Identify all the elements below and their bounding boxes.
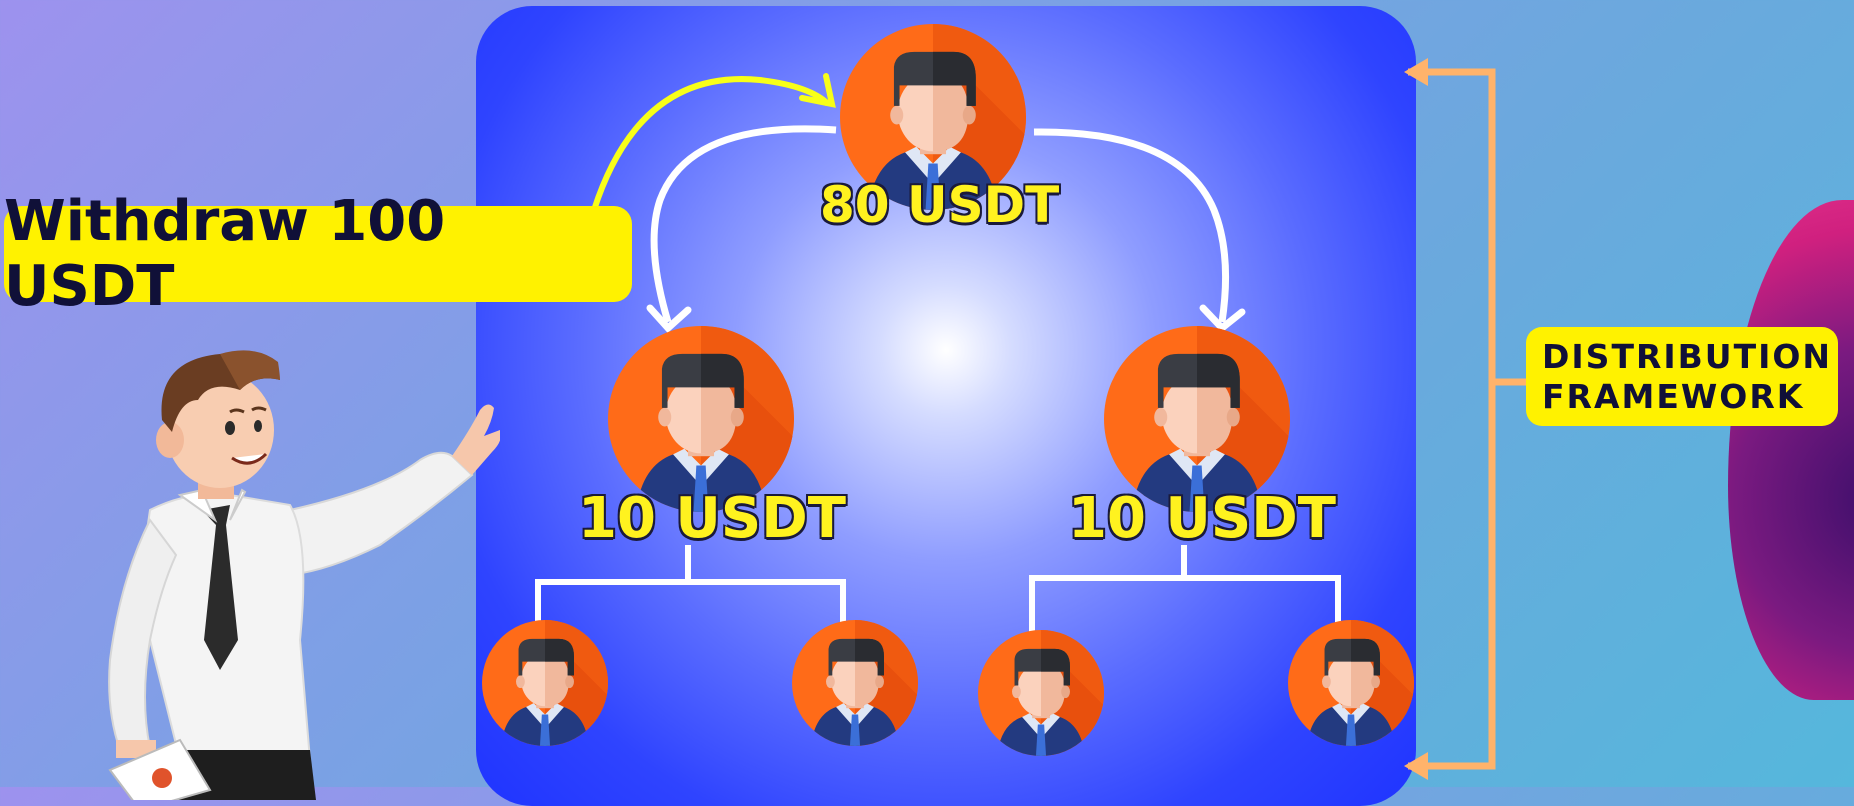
avatar-level3-1 — [482, 620, 608, 746]
amount-left: 10 USDT — [578, 486, 846, 551]
tree-connector-left — [535, 545, 846, 632]
withdraw-label: Withdraw 100 USDT — [4, 189, 632, 319]
bracket-arrowhead-top — [1404, 58, 1428, 86]
tree-connector-right — [1029, 545, 1341, 638]
distribution-framework-label: DISTRIBUTION FRAMEWORK — [1526, 327, 1838, 426]
arrowhead-right — [1199, 304, 1246, 333]
distribution-label-line1: DISTRIBUTION — [1542, 336, 1833, 376]
avatar-level2-right — [1104, 326, 1290, 512]
arrow-top-to-right — [1033, 128, 1230, 323]
amount-top: 80 USDT — [820, 176, 1060, 234]
avatar-level3-3 — [978, 630, 1104, 756]
avatar-level3-2 — [792, 620, 918, 746]
bracket-arrowhead-bottom — [1404, 752, 1428, 780]
presenter-man-illustration — [108, 350, 500, 800]
connectors-layer — [535, 58, 1526, 780]
arrow-top-to-left — [650, 125, 837, 324]
yellow-arrow — [591, 76, 831, 211]
yellow-arrowhead — [799, 73, 836, 108]
distribution-label-line2: FRAMEWORK — [1542, 376, 1805, 416]
avatar-level2-left — [608, 326, 794, 512]
avatar-level3-4 — [1288, 620, 1414, 746]
arrowhead-left — [646, 304, 692, 333]
framework-bracket — [1408, 68, 1526, 770]
amount-right: 10 USDT — [1068, 486, 1336, 551]
